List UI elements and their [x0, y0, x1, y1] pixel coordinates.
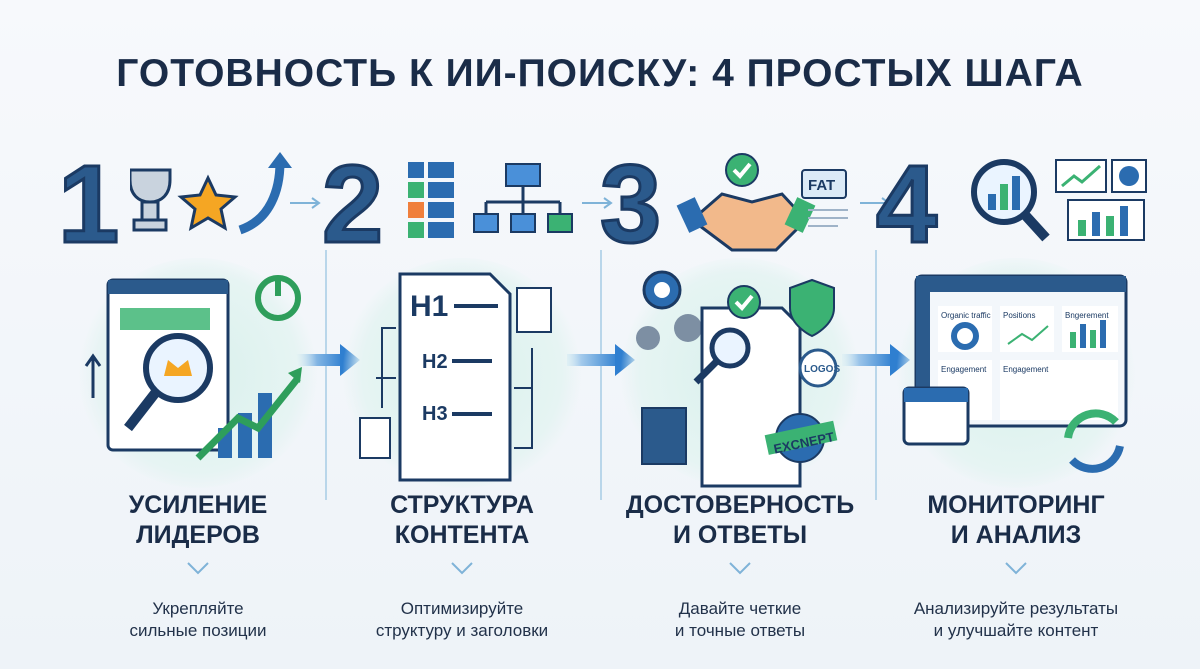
arrow-right-icon: [582, 197, 613, 209]
svg-text:Organic traffic: Organic traffic: [941, 311, 991, 320]
dashboard-illustration: Organic traffic Positions Bngerement Eng…: [902, 274, 1128, 473]
trust-illustration: LOGOS EXCNEPT: [636, 270, 840, 488]
svg-text:Positions: Positions: [1003, 311, 1035, 320]
chevron-down-icon: [187, 562, 209, 575]
magnifier-chart-icons: [971, 159, 1147, 242]
document-structure-illustration: H1 H2 H3: [359, 272, 552, 482]
svg-text:Engagement: Engagement: [941, 365, 987, 374]
svg-text:H3: H3: [422, 403, 448, 425]
step-number: 4: [874, 143, 938, 266]
divider: [600, 250, 602, 500]
svg-text:H2: H2: [422, 351, 448, 373]
handshake-icons: FAT: [676, 153, 848, 252]
step-number: 1: [56, 143, 120, 266]
chevron-down-icon: [451, 562, 473, 575]
page-title: ГОТОВНОСТЬ К ИИ-ПОИСКУ: 4 ПРОСТЫХ ШАГА: [116, 52, 1084, 95]
svg-text:Engagement: Engagement: [1003, 365, 1049, 374]
svg-text:LOGOS: LOGOS: [804, 364, 840, 375]
divider: [875, 250, 877, 500]
svg-text:Bngerement: Bngerement: [1065, 311, 1109, 320]
svg-text:FAT: FAT: [808, 177, 835, 194]
step-number: 2: [320, 143, 384, 266]
divider: [325, 250, 327, 500]
step-number: 3: [598, 143, 662, 266]
arrow-right-icon: [860, 197, 891, 209]
chevron-down-icon: [1005, 562, 1027, 575]
trophy-star-growth-icons: [130, 152, 292, 235]
step-4: 4 Organic traffic Positions Bngerement E…: [874, 140, 1156, 660]
arrow-right-icon: [290, 197, 321, 209]
svg-text:H1: H1: [410, 290, 448, 323]
chevron-down-icon: [729, 562, 751, 575]
grid-hierarchy-icons: [408, 162, 573, 238]
leader-illustration: [84, 275, 302, 461]
